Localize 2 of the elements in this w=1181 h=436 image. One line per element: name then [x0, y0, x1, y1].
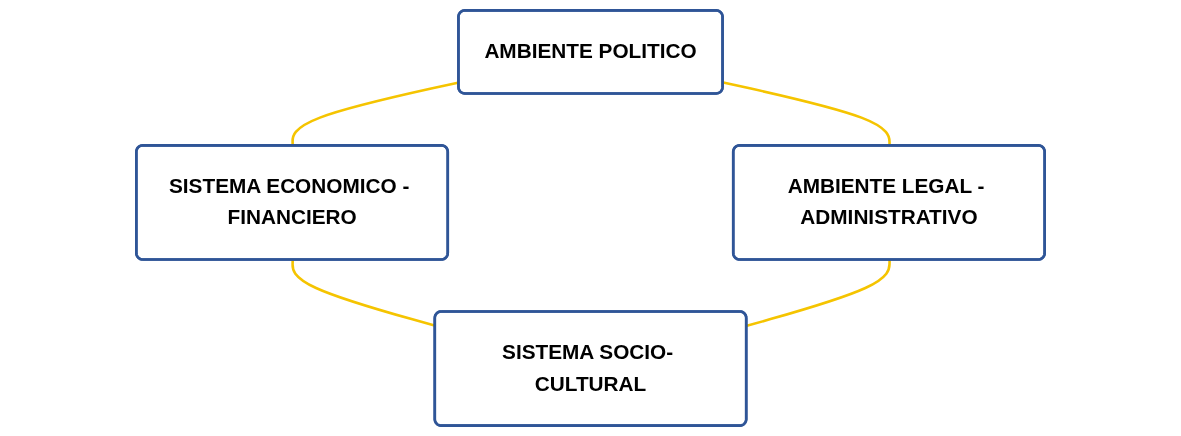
- connector: [722, 81, 891, 146]
- connector: [746, 260, 891, 328]
